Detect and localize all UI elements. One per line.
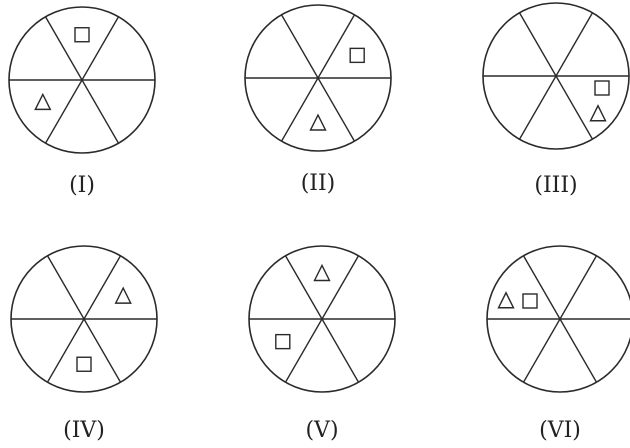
- figure-label: (III): [534, 173, 577, 198]
- square-symbol: [522, 293, 538, 309]
- figure-panel: (II): [244, 4, 392, 196]
- figure-label: (IV): [63, 418, 105, 443]
- figure-panel: (VI): [486, 245, 630, 443]
- triangle-symbol: [309, 113, 327, 131]
- figure-panel: (V): [248, 245, 396, 443]
- figure-label: (VI): [539, 418, 581, 443]
- diameter-line: [522, 255, 598, 383]
- figure-label: (I): [69, 173, 95, 198]
- triangle-symbol: [497, 291, 515, 309]
- figure-panel: (I): [8, 6, 156, 198]
- diameter-line: [44, 16, 120, 144]
- figure-label: (V): [305, 418, 338, 443]
- diameter-line: [284, 255, 360, 383]
- figure-panel: (IV): [10, 245, 158, 443]
- diameter-line: [280, 14, 356, 142]
- triangle-symbol: [589, 104, 607, 122]
- figure-label: (II): [301, 171, 336, 196]
- figure-panel: (III): [482, 2, 630, 198]
- triangle-symbol: [34, 92, 52, 111]
- square-symbol: [275, 333, 291, 350]
- square-symbol: [76, 356, 92, 372]
- diameter-line: [518, 12, 594, 140]
- square-symbol: [349, 47, 365, 64]
- triangle-symbol: [313, 263, 331, 282]
- figure-panels: (I) (II) (III) (IV) (V) (VI): [8, 2, 630, 443]
- triangle-symbol: [114, 286, 132, 304]
- diameter-line: [46, 255, 122, 383]
- square-symbol: [74, 27, 90, 43]
- square-symbol: [594, 80, 610, 96]
